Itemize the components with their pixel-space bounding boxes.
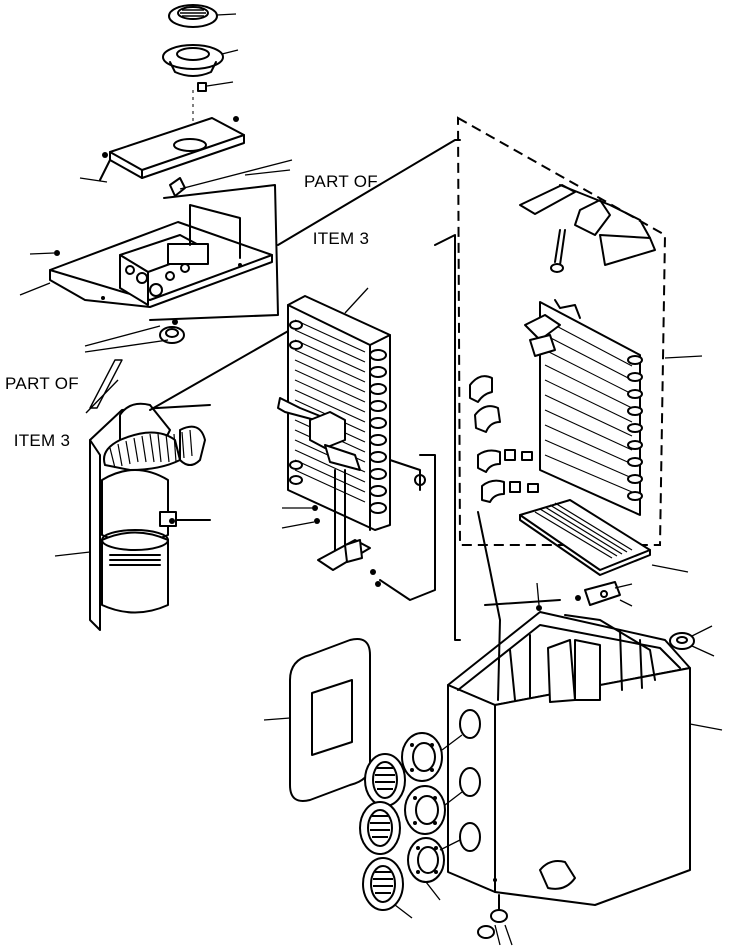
top-grille-vent <box>168 4 237 28</box>
callout-line-2: ITEM 3 <box>13 431 71 450</box>
frame-gasket <box>263 638 371 802</box>
callout-part-of-item-3-left: PART OF ITEM 3 <box>0 336 84 469</box>
filter-grille-panel <box>519 499 689 576</box>
vent-ring-2 <box>404 785 463 835</box>
main-housing <box>447 611 723 906</box>
control-panel-tray <box>19 177 273 308</box>
small-clip <box>197 81 234 92</box>
side-nut <box>669 625 715 657</box>
round-grille-2 <box>359 801 401 855</box>
callout-line-2: ITEM 3 <box>312 229 370 248</box>
top-vent-ring <box>162 44 239 77</box>
heater-coil-group <box>456 116 703 546</box>
bracket-hardware <box>519 581 633 635</box>
callout-part-of-item-3-upper: PART OF ITEM 3 <box>296 134 386 267</box>
drain-fitting <box>477 894 513 946</box>
round-grille-1 <box>364 753 406 807</box>
vent-ring-1 <box>401 732 463 782</box>
callout-line-1: PART OF <box>5 374 79 393</box>
small-fitting <box>159 319 185 344</box>
evaporator-coil <box>277 287 426 587</box>
callout-line-1: PART OF <box>304 172 378 191</box>
vent-ring-3 <box>407 837 461 901</box>
top-cover-plate <box>79 116 245 183</box>
round-grille-3 <box>362 857 413 919</box>
blower-assembly <box>54 359 211 631</box>
